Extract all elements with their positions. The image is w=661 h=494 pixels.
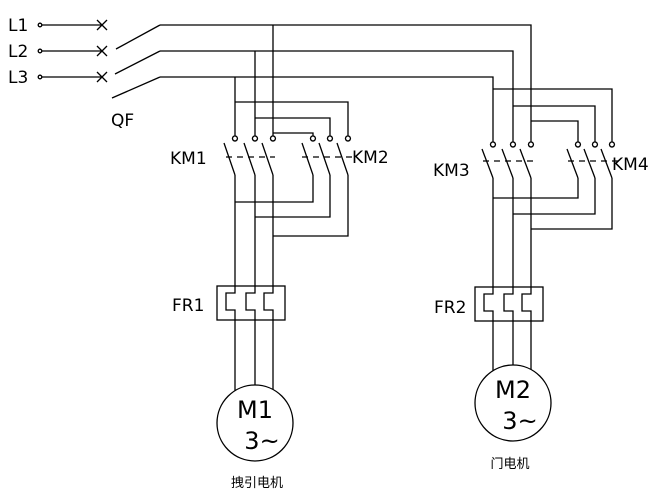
thermal-heaters: [225, 286, 532, 321]
motor-m1-name: M1: [237, 396, 273, 424]
contactor-contacts: [223, 135, 616, 179]
contact-blade: [600, 148, 613, 179]
contact-terminal: [344, 135, 352, 142]
label-l3: L3: [8, 68, 28, 88]
contact-blade: [481, 148, 494, 179]
label-fr1: FR1: [172, 296, 204, 316]
contact-blade: [583, 148, 596, 179]
supply-terminals: [37, 19, 613, 287]
label-l2: L2: [8, 42, 28, 62]
contact-terminal: [309, 135, 317, 142]
label-km4: KM4: [612, 155, 649, 175]
label-km3: KM3: [433, 161, 470, 181]
heater-element: [483, 287, 494, 321]
thermal-relay-fr2: [474, 286, 544, 322]
heater-element: [245, 286, 256, 320]
label-qf: QF: [111, 111, 134, 131]
contact-terminal: [608, 141, 616, 148]
label-l1: L1: [8, 16, 28, 36]
contact-blade: [261, 142, 274, 176]
motor-m2-name: M2: [495, 376, 531, 404]
label-km2: KM2: [352, 148, 389, 168]
motor-m2-caption: 门电机: [490, 457, 529, 472]
motor-m2-circle: [474, 364, 552, 442]
label-km1: KM1: [170, 149, 207, 169]
contact-terminal: [489, 141, 497, 148]
contact-blade: [519, 148, 532, 179]
motor-m1-circle: [216, 384, 294, 462]
contact-terminal: [231, 135, 239, 142]
contactor-linkages: [226, 156, 618, 162]
contact-terminal: [591, 141, 599, 148]
contact-blade: [301, 142, 314, 176]
contact-blade: [566, 148, 579, 179]
main-bus: [160, 24, 532, 142]
contact-terminal: [326, 135, 334, 142]
heater-element: [263, 286, 274, 320]
label-fr2: FR2: [434, 298, 466, 318]
contact-blade: [243, 142, 256, 176]
qf-breaker-blades: [111, 24, 161, 99]
contact-terminal: [574, 141, 582, 148]
heater-element: [503, 287, 514, 321]
thermal-relay-fr1: [216, 285, 286, 321]
motor-m1-phase: 3~: [244, 427, 279, 455]
contact-blade: [336, 142, 349, 176]
heater-element: [521, 287, 532, 321]
contact-terminal: [269, 135, 277, 142]
contact-terminal: [527, 141, 535, 148]
contact-blade: [223, 142, 236, 176]
heater-element: [225, 286, 236, 320]
contact-blade: [318, 142, 331, 176]
contact-blade: [501, 148, 514, 179]
motor-leads: [234, 320, 532, 391]
left-feeders: [234, 25, 274, 136]
motor-m1-caption: 拽引电机: [231, 476, 283, 491]
contact-terminal: [509, 141, 517, 148]
contact-terminal: [251, 135, 259, 142]
motor-m2-phase: 3~: [502, 407, 537, 435]
